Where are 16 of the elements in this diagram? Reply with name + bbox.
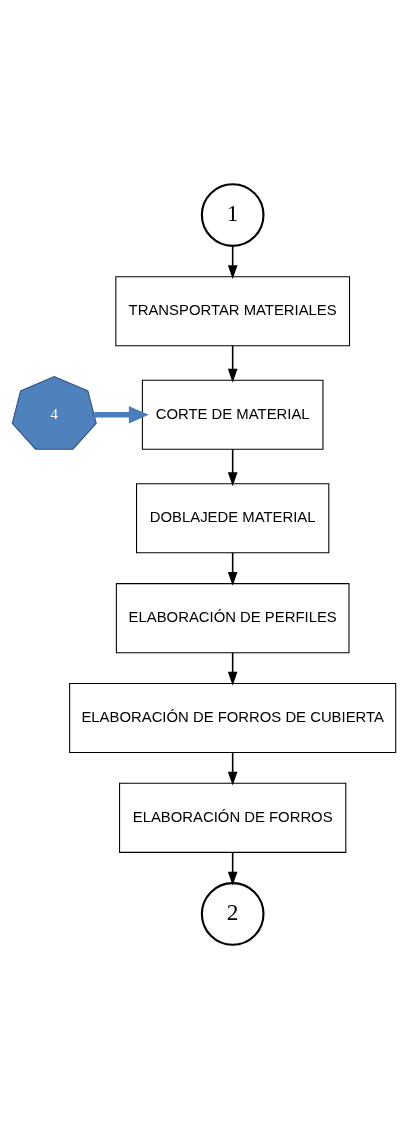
arrow [227, 448, 238, 487]
arrow [227, 751, 238, 786]
arrow [227, 852, 238, 886]
node-circle: 1 [200, 183, 265, 247]
node-box: CORTE DE MATERIAL [141, 379, 324, 450]
node-box: ELABORACIÓN DE PERFILES [115, 583, 350, 654]
arrow [227, 245, 238, 280]
arrow [227, 344, 238, 383]
node-circle: 2 [200, 882, 265, 946]
arrow [227, 652, 238, 686]
arrow [94, 406, 149, 424]
arrow [227, 552, 238, 586]
node-box: TRANSPORTAR MATERIALES [115, 276, 351, 347]
node-box: DOBLAJEDE MATERIAL [136, 483, 330, 554]
node-box: ELABORACIÓN DE FORROS DE CUBIERTA [69, 682, 397, 754]
node-box: ELABORACIÓN DE FORROS [119, 782, 347, 853]
